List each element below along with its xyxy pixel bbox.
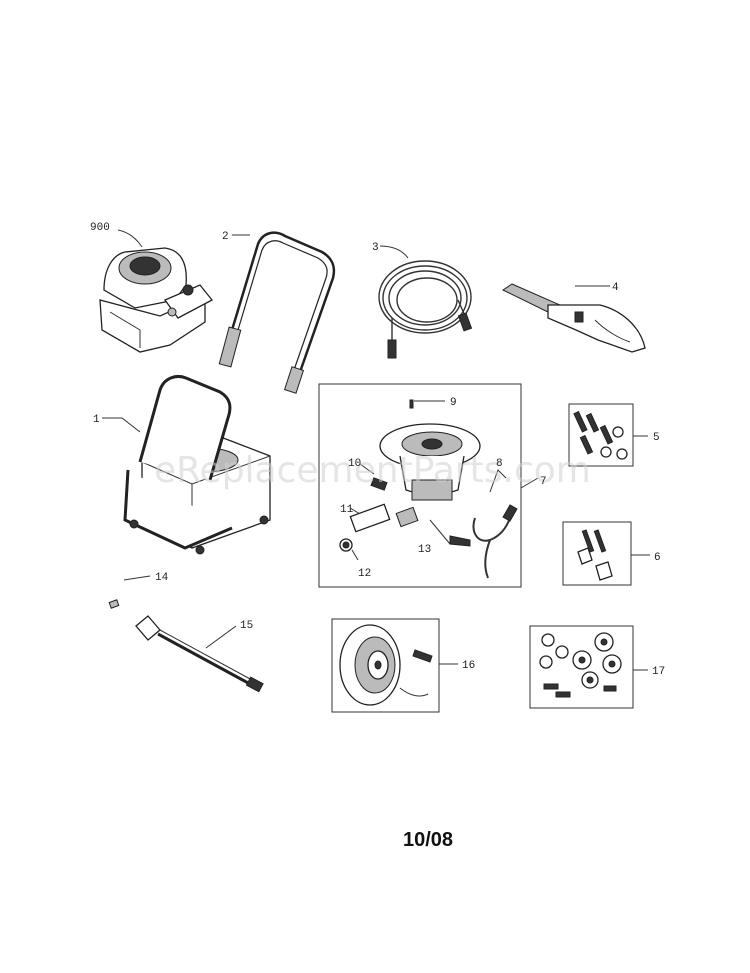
callout-5: 5 [653,432,660,444]
callout-10: 10 [348,458,361,470]
watermark: eReplacementParts.com [154,450,591,491]
hose-part [378,245,473,359]
callout-7: 7 [540,476,547,488]
engine-part [99,229,213,353]
callout-14: 14 [155,572,169,584]
callout-16: 16 [462,660,475,672]
callout-15: 15 [240,620,253,632]
callout-4: 4 [612,282,619,294]
wand-part [135,615,264,693]
callout-2: 2 [222,231,229,243]
pump-assembly-box [318,383,539,588]
callout-9: 9 [450,397,457,409]
gun-part [501,283,646,353]
wheel-kit-part [331,618,458,713]
callout-3: 3 [372,242,379,254]
bolt-kit-b-part [562,521,650,586]
callout-8: 8 [496,458,503,470]
callout-11: 11 [340,504,354,516]
date-code: 10/08 [403,829,453,851]
callout-6: 6 [654,552,661,564]
callout-1: 1 [93,414,100,426]
handle-part [218,231,336,394]
callout-17: 17 [652,666,665,678]
hardware-kit-part [529,625,648,709]
callout-12: 12 [358,568,371,580]
frame-part [102,375,271,555]
bolt-kit-a-part [568,403,648,467]
callout-13: 13 [418,544,431,556]
callout-900: 900 [90,222,110,234]
tip-part [108,575,151,609]
